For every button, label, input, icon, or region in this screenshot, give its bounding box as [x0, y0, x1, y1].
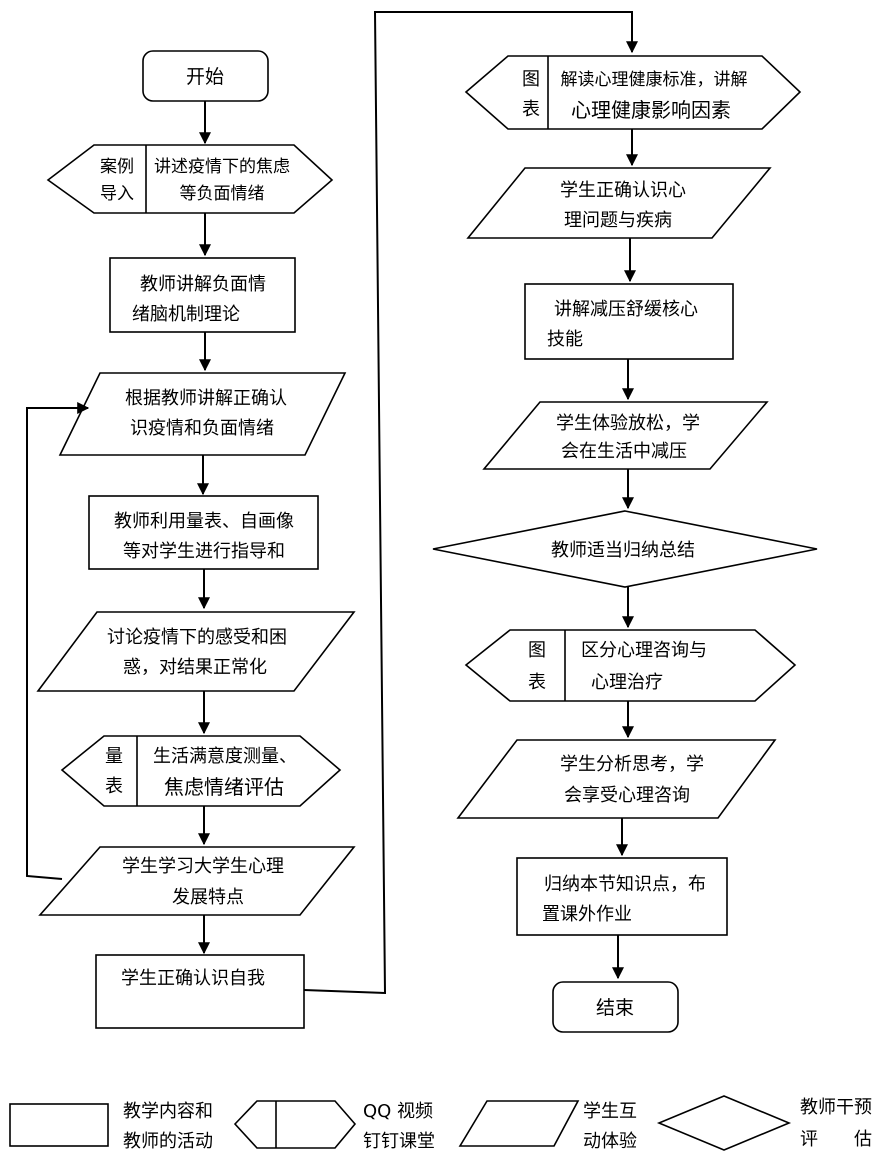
legend-para: 学生互 动体验: [458, 1100, 637, 1152]
node-end: 结束: [552, 981, 679, 1033]
svg-text:学生正确认识心: 学生正确认识心: [560, 180, 686, 201]
node-summary: 教师适当归纳总结: [432, 510, 818, 588]
svg-text:焦虑情绪评估: 焦虑情绪评估: [164, 775, 284, 799]
node-teacher-theory: 教师讲解负面情 绪脑机制理论: [109, 257, 296, 333]
node-case-intro: 案例 导入 讲述疫情下的焦虑 等负面情绪: [46, 144, 334, 214]
svg-text:绪脑机制理论: 绪脑机制理论: [132, 304, 240, 325]
node-scale-assess: 量 表 生活满意度测量、 焦虑情绪评估: [60, 735, 342, 807]
svg-text:学生正确认识自我: 学生正确认识自我: [121, 968, 265, 989]
svg-text:心理健康影响因素: 心理健康影响因素: [571, 98, 731, 122]
edge-to-right-column: [303, 11, 638, 995]
svg-text:教师的活动: 教师的活动: [123, 1131, 213, 1152]
svg-text:QQ 视频: QQ 视频: [363, 1101, 433, 1122]
svg-text:教学内容和: 教学内容和: [123, 1101, 213, 1122]
svg-text:图: 图: [522, 69, 540, 90]
svg-text:表: 表: [105, 776, 123, 797]
svg-text:图: 图: [528, 640, 546, 661]
node-start: 开始: [142, 50, 269, 102]
node-chart-counsel: 图 表 区分心理咨询与 心理治疗: [464, 629, 797, 702]
svg-text:表: 表: [528, 672, 546, 693]
svg-text:量: 量: [105, 746, 123, 767]
svg-text:动体验: 动体验: [583, 1131, 637, 1152]
node-relax: 学生体验放松，学 会在生活中减压: [482, 401, 769, 470]
svg-text:等对学生进行指导和: 等对学生进行指导和: [123, 541, 285, 562]
node-homework: 归纳本节知识点，布 置课外作业: [516, 857, 728, 936]
svg-text:结束: 结束: [596, 997, 634, 1019]
svg-text:技能: 技能: [547, 329, 583, 350]
svg-text:理问题与疾病: 理问题与疾病: [564, 210, 672, 231]
svg-text:置课外作业: 置课外作业: [542, 904, 632, 925]
svg-text:识疫情和负面情绪: 识疫情和负面情绪: [130, 418, 274, 439]
svg-text:导入: 导入: [100, 184, 134, 204]
node-recognize-emotion: 根据教师讲解正确认 识疫情和负面情绪: [58, 372, 347, 456]
svg-text:学生学习大学生心理: 学生学习大学生心理: [122, 856, 284, 877]
svg-text:教师干预: 教师干预: [800, 1097, 872, 1118]
edge-loop-back: [26, 402, 90, 880]
svg-text:钉钉课堂: 钉钉课堂: [363, 1131, 435, 1152]
svg-text:教师讲解负面情: 教师讲解负面情: [140, 274, 266, 295]
legend-hex: QQ 视频 钉钉课堂: [233, 1100, 435, 1152]
svg-text:发展特点: 发展特点: [172, 887, 244, 908]
legend-diamond: 教师干预 评 估: [656, 1095, 872, 1151]
node-know-problem: 学生正确认识心 理问题与疾病: [466, 167, 772, 239]
svg-text:解读心理健康标准，讲解: 解读心理健康标准，讲解: [561, 70, 748, 90]
node-learn-development: 学生学习大学生心理 发展特点: [38, 846, 356, 916]
svg-text:讨论疫情下的感受和困: 讨论疫情下的感受和困: [107, 627, 287, 648]
node-stress-skill: 讲解减压舒缓核心 技能: [524, 283, 734, 360]
svg-text:讲解减压舒缓核心: 讲解减压舒缓核心: [554, 299, 698, 320]
svg-text:区分心理咨询与: 区分心理咨询与: [581, 640, 707, 661]
svg-text:归纳本节知识点，布: 归纳本节知识点，布: [544, 874, 706, 895]
svg-text:学生分析思考，学: 学生分析思考，学: [560, 754, 704, 775]
svg-text:讲述疫情下的焦虑: 讲述疫情下的焦虑: [154, 157, 290, 177]
svg-text:根据教师讲解正确认: 根据教师讲解正确认: [125, 388, 287, 409]
node-chart-health: 图 表 解读心理健康标准，讲解 心理健康影响因素: [464, 55, 802, 130]
svg-text:表: 表: [522, 99, 540, 120]
node-analyze: 学生分析思考，学 会享受心理咨询: [456, 739, 777, 819]
svg-text:等负面情绪: 等负面情绪: [180, 184, 265, 204]
svg-text:开始: 开始: [186, 66, 224, 88]
svg-text:评 估: 评 估: [800, 1129, 872, 1150]
svg-text:生活满意度测量、: 生活满意度测量、: [153, 746, 297, 767]
svg-text:学生体验放松，学: 学生体验放松，学: [556, 413, 700, 434]
svg-text:会享受心理咨询: 会享受心理咨询: [564, 785, 690, 806]
svg-text:会在生活中减压: 会在生活中减压: [561, 441, 687, 462]
node-discuss: 讨论疫情下的感受和困 惑，对结果正常化: [36, 611, 356, 692]
node-self-know: 学生正确认识自我: [95, 954, 305, 1029]
node-teacher-scale: 教师利用量表、自画像 等对学生进行指导和: [88, 495, 319, 570]
svg-text:学生互: 学生互: [583, 1101, 637, 1122]
svg-text:心理治疗: 心理治疗: [591, 672, 663, 693]
legend-rect: 教学内容和 教师的活动: [9, 1101, 213, 1152]
svg-text:惑，对结果正常化: 惑，对结果正常化: [123, 657, 267, 678]
svg-text:教师利用量表、自画像: 教师利用量表、自画像: [114, 511, 294, 532]
svg-text:教师适当归纳总结: 教师适当归纳总结: [551, 540, 695, 561]
svg-text:案例: 案例: [100, 157, 134, 177]
